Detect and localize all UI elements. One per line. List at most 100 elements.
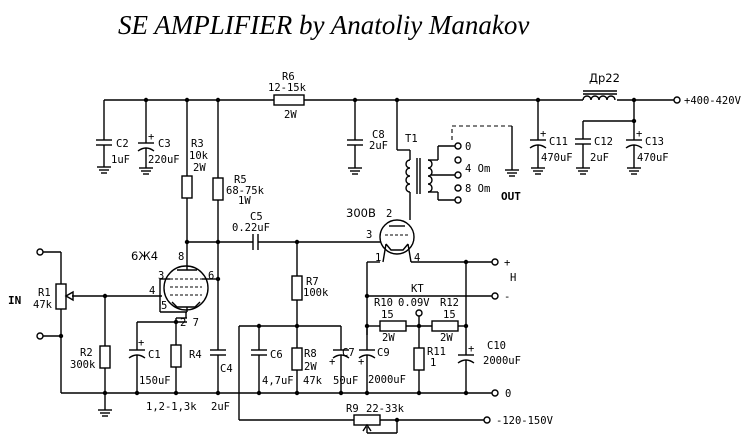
c3-label: C3 xyxy=(158,138,171,150)
r9-label: R9 xyxy=(346,403,359,415)
t1-transformer: T1 0 4 Om 8 Om OUT xyxy=(394,97,521,212)
pin4-6j4-label: 4 xyxy=(149,285,155,297)
c2-capacitor: C2 1uF xyxy=(96,100,130,174)
r7-label: R7 xyxy=(306,276,319,288)
r4-label: R4 xyxy=(189,349,202,361)
t1-label: T1 xyxy=(405,133,418,145)
pin27-label: 2 7 xyxy=(180,317,199,329)
c11-label: C11 xyxy=(549,136,568,148)
c8-value: 2uF xyxy=(369,140,388,152)
c2-label: C2 xyxy=(116,138,129,150)
input-r1: R1 47k IN xyxy=(8,248,162,393)
r4-value: 1,2-1,3k xyxy=(146,401,197,413)
c11-value: 470uF xyxy=(541,152,573,164)
c13-plus: + xyxy=(636,128,642,140)
r9-bias: R9 22-33k -120-150V xyxy=(239,403,554,434)
neg-bias-label: -120-150V xyxy=(496,415,554,427)
kt-label: KT xyxy=(411,283,424,295)
pin6-label: 6 xyxy=(208,270,214,282)
r11-label: R11 xyxy=(427,346,446,358)
pin3-6j4-label: 3 xyxy=(158,270,164,282)
r7-resistor: R7 100k xyxy=(291,242,329,348)
c1-label: C1 xyxy=(148,349,161,361)
c4-label: C4 xyxy=(220,363,233,375)
diagram-title: SE AMPLIFIER by Anatoliy Manakov xyxy=(118,10,529,40)
c9-value: 2000uF xyxy=(368,374,406,386)
c3-plus: + xyxy=(148,131,154,143)
c9-capacitor: + C9 2000uF xyxy=(358,326,406,393)
tap-0-label: 0 xyxy=(465,141,471,153)
c8-label: C8 xyxy=(372,129,385,141)
tube-6j4: 6Ж4 8 3 4 6 5 2 7 xyxy=(131,249,221,345)
r12-power: 2W xyxy=(440,332,453,344)
c3-capacitor: + C3 220uF xyxy=(137,97,180,175)
r8-label: R8 xyxy=(304,348,317,360)
r10-r12-r11: R10 0.09V R12 15 15 2W 2W R11 1 xyxy=(364,262,469,393)
pin5-label: 5 xyxy=(161,300,167,312)
r3-power: 2W xyxy=(193,162,206,174)
r7-value: 100k xyxy=(303,287,329,299)
c12-c13-capacitors: C12 2uF + C13 470uF xyxy=(575,97,669,175)
r10-value: 15 xyxy=(381,309,394,321)
c1-r4: + C1 150uF R4 1,2-1,3k xyxy=(128,321,202,413)
pin8-label: 8 xyxy=(178,251,184,263)
h-plus-label: + xyxy=(504,257,510,269)
r1-label: R1 xyxy=(38,287,51,299)
c5-value: 0.22uF xyxy=(232,222,270,234)
r8-power: 2W xyxy=(304,361,317,373)
tube-300b: 300B 2 3 1 4 xyxy=(346,206,420,264)
c6-r8-c7: C6 4,7uF R8 2W 47k + C7 50uF xyxy=(238,323,358,420)
r6-power: 2W xyxy=(284,109,297,121)
pin4-label: 4 xyxy=(414,252,420,264)
c9-plus: + xyxy=(358,356,364,368)
r12-value: 15 xyxy=(443,309,456,321)
r6-value: 12-15k xyxy=(268,82,307,94)
r9-value: 22-33k xyxy=(366,403,405,415)
c4-value: 2uF xyxy=(211,401,230,413)
c5-capacitor: C5 0.22uF xyxy=(184,211,383,250)
heater-terminals: + H - KT xyxy=(364,257,516,335)
r1-value: 47k xyxy=(33,299,53,311)
c13-value: 470uF xyxy=(637,152,669,164)
r3-value: 10k xyxy=(189,150,209,162)
r10-label: R10 xyxy=(374,297,393,309)
c10-plus: + xyxy=(468,343,474,355)
c2-value: 1uF xyxy=(111,154,130,166)
pin2-label: 2 xyxy=(386,208,392,220)
ground-rail: 0 xyxy=(61,388,511,400)
r8-value: 47k xyxy=(303,375,323,387)
c7-label: C7 xyxy=(342,347,355,359)
tube-300b-label: 300B xyxy=(346,206,376,220)
c8-capacitor: C8 2uF xyxy=(347,97,388,175)
hv-rail: +400-420V xyxy=(104,95,742,107)
c10-label: C10 xyxy=(487,340,506,352)
r6-resistor: R6 12-15k 2W xyxy=(268,71,307,121)
c3-value: 220uF xyxy=(148,154,180,166)
in-label: IN xyxy=(8,294,21,307)
c1-plus: + xyxy=(138,337,144,349)
r5-resistor: R5 68-75k 1W xyxy=(212,97,265,350)
c11-capacitor: + C11 470uF xyxy=(529,97,573,175)
r5-power: 1W xyxy=(238,195,251,207)
r11-value: 1 xyxy=(430,357,436,369)
tube-6j4-label: 6Ж4 xyxy=(131,249,158,263)
r3-resistor: R3 10k 2W xyxy=(181,97,209,262)
r12-label: R12 xyxy=(440,297,459,309)
r2-value: 300k xyxy=(70,359,96,371)
hv-terminal xyxy=(673,96,681,104)
h-label: H xyxy=(510,272,516,284)
v09-label: 0.09V xyxy=(398,297,430,309)
r2-label: R2 xyxy=(80,347,93,359)
c4-capacitor: C4 2uF xyxy=(210,349,233,413)
zero-label: 0 xyxy=(505,388,511,400)
c7-plus: + xyxy=(329,356,335,368)
r5-value: 68-75k xyxy=(226,185,265,197)
c6-value: 4,7uF xyxy=(262,375,294,387)
pin3-label: 3 xyxy=(366,229,372,241)
c1-value: 150uF xyxy=(139,375,171,387)
r10-power: 2W xyxy=(382,332,395,344)
pin1-label: 1 xyxy=(375,252,381,264)
c12-value: 2uF xyxy=(590,152,609,164)
